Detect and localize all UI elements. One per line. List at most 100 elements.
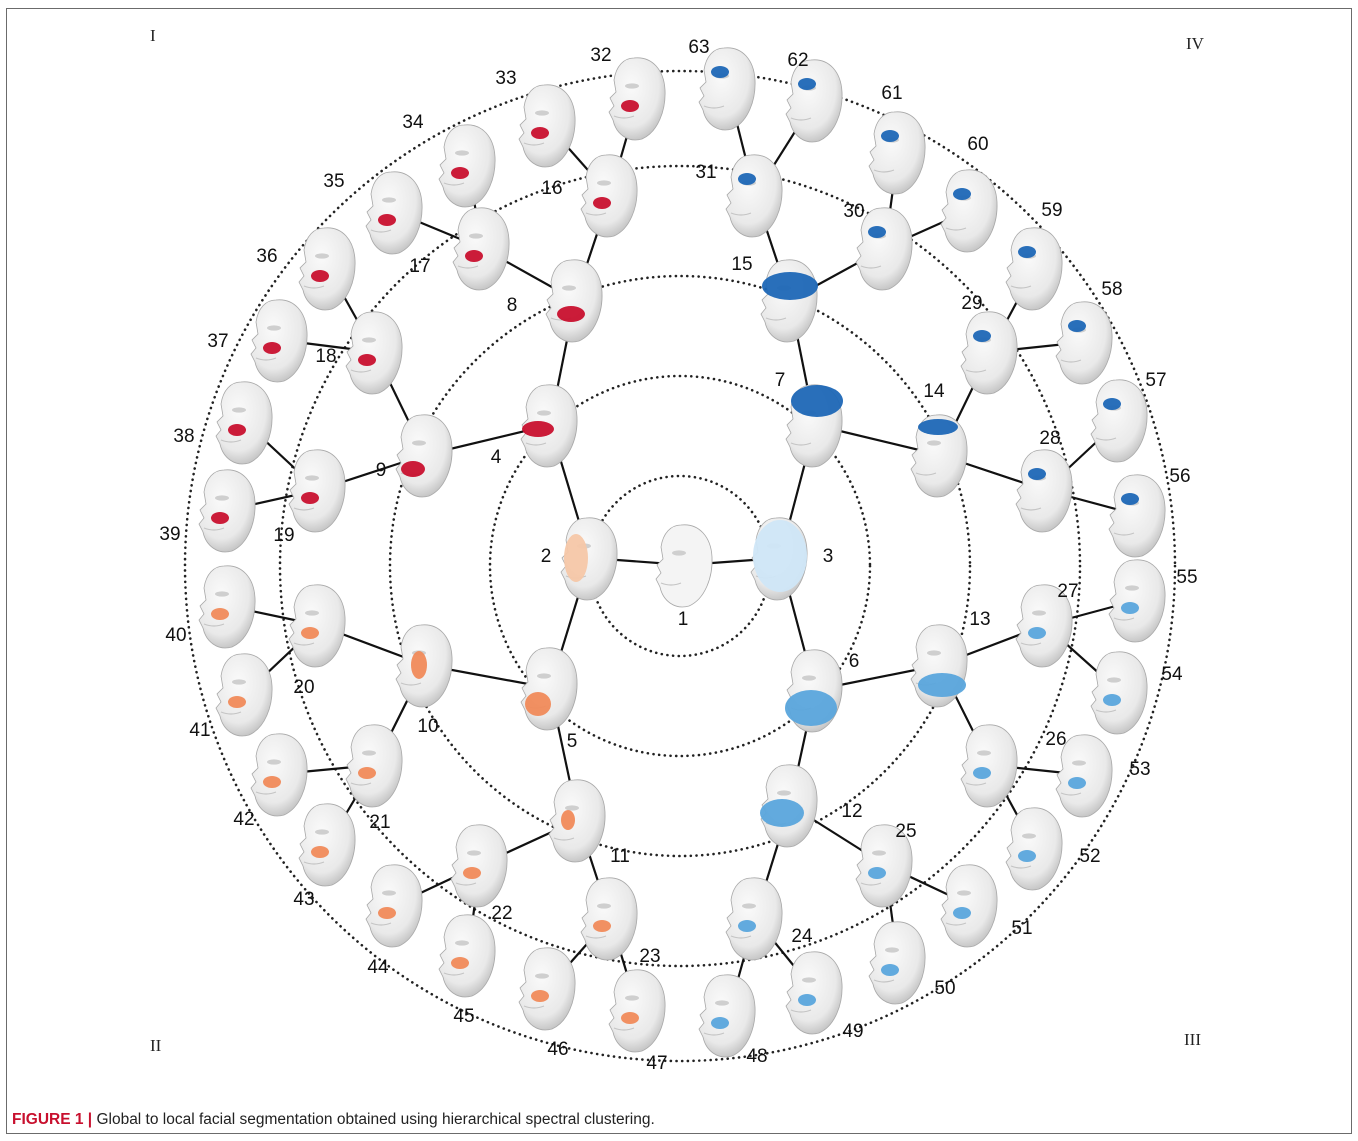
node-label-16: 16 [541,178,562,199]
node-label-25: 25 [895,821,916,842]
node-label-60: 60 [967,134,988,155]
face-node-57 [1090,379,1148,463]
face-node-62 [785,59,843,143]
face-node-18 [345,311,403,395]
face-node-52 [1005,807,1063,891]
segment-patch [211,512,229,524]
face-node-10 [395,624,453,708]
segment-patch [953,907,971,919]
node-label-37: 37 [207,331,228,352]
face-node-58 [1055,301,1113,385]
segment-patch [973,767,991,779]
segment-patch [311,270,329,282]
node-label-28: 28 [1039,428,1060,449]
node-label-17: 17 [409,256,430,277]
segment-patch [411,651,427,679]
node-label-45: 45 [453,1006,474,1027]
segment-patch [593,197,611,209]
face-node-31 [725,154,783,238]
node-label-2: 2 [541,546,552,567]
node-label-61: 61 [881,83,902,104]
segment-patch [522,421,554,437]
face-node-43 [298,803,356,887]
segment-patch [1028,468,1046,480]
node-label-53: 53 [1129,759,1150,780]
node-label-10: 10 [417,716,438,737]
node-label-1: 1 [678,609,689,630]
node-label-6: 6 [849,651,860,672]
node-label-9: 9 [376,460,387,481]
face-node-38 [215,381,273,465]
node-label-34: 34 [402,112,424,133]
face-node-7 [785,384,843,468]
face-node-20 [288,584,346,668]
segment-patch [378,214,396,226]
node-label-15: 15 [731,254,752,275]
figure-frame [6,8,1352,1134]
figure-caption: FIGURE 1 | Global to local facial segmen… [12,1111,655,1129]
segment-patch [791,385,843,417]
face-node-50 [868,921,926,1005]
face-node-2 [560,517,618,601]
level-ring-4 [278,164,1082,968]
quadrant-label-iv: IV [1186,34,1204,53]
node-label-26: 26 [1045,729,1066,750]
face-node-63 [698,47,756,131]
segment-patch [1103,398,1121,410]
segment-patch [1018,850,1036,862]
face-node-19 [288,449,346,533]
segment-patch [561,810,575,830]
node-label-13: 13 [969,609,990,630]
face-node-35 [365,171,423,255]
segment-patch [301,627,319,639]
segment-patch [401,461,425,477]
node-label-54: 54 [1161,664,1183,685]
face-node-59 [1005,227,1063,311]
face-node-41 [215,653,273,737]
face-node-6 [785,649,843,733]
segment-patch [621,1012,639,1024]
node-label-11: 11 [610,846,630,867]
face-node-29 [960,311,1018,395]
segment-patch [358,767,376,779]
node-label-31: 31 [695,162,716,183]
face-node-25 [855,824,913,908]
node-label-21: 21 [369,812,390,833]
face-node-48 [698,974,756,1058]
segment-patch [593,920,611,932]
node-label-57: 57 [1145,370,1166,391]
segment-patch [711,1017,729,1029]
node-label-52: 52 [1079,846,1100,867]
face-node-22 [450,824,508,908]
segment-patch [311,846,329,858]
segment-patch [211,608,229,620]
node-label-55: 55 [1176,567,1197,588]
node-label-30: 30 [843,201,864,222]
segment-patch [1068,777,1086,789]
node-label-19: 19 [273,525,294,546]
level-ring-5 [183,69,1177,1063]
segment-patch [465,250,483,262]
face-node-33 [518,84,576,168]
segment-patch [738,920,756,932]
face-node-42 [250,733,308,817]
face-node-30 [855,207,913,291]
segment-patch [753,520,807,592]
face-node-44 [365,864,423,948]
face-node-27 [1015,584,1073,668]
segment-patch [798,78,816,90]
node-label-62: 62 [787,50,808,71]
node-label-14: 14 [923,381,945,402]
face-node-34 [438,124,496,208]
face-node-55 [1108,559,1166,643]
node-label-50: 50 [934,978,955,999]
node-label-59: 59 [1041,200,1062,221]
segment-patch [531,990,549,1002]
segment-patch [868,867,886,879]
node-label-41: 41 [189,720,210,741]
segment-patch [881,964,899,976]
segment-patch [1028,627,1046,639]
quadrant-label-ii: II [150,1036,162,1055]
